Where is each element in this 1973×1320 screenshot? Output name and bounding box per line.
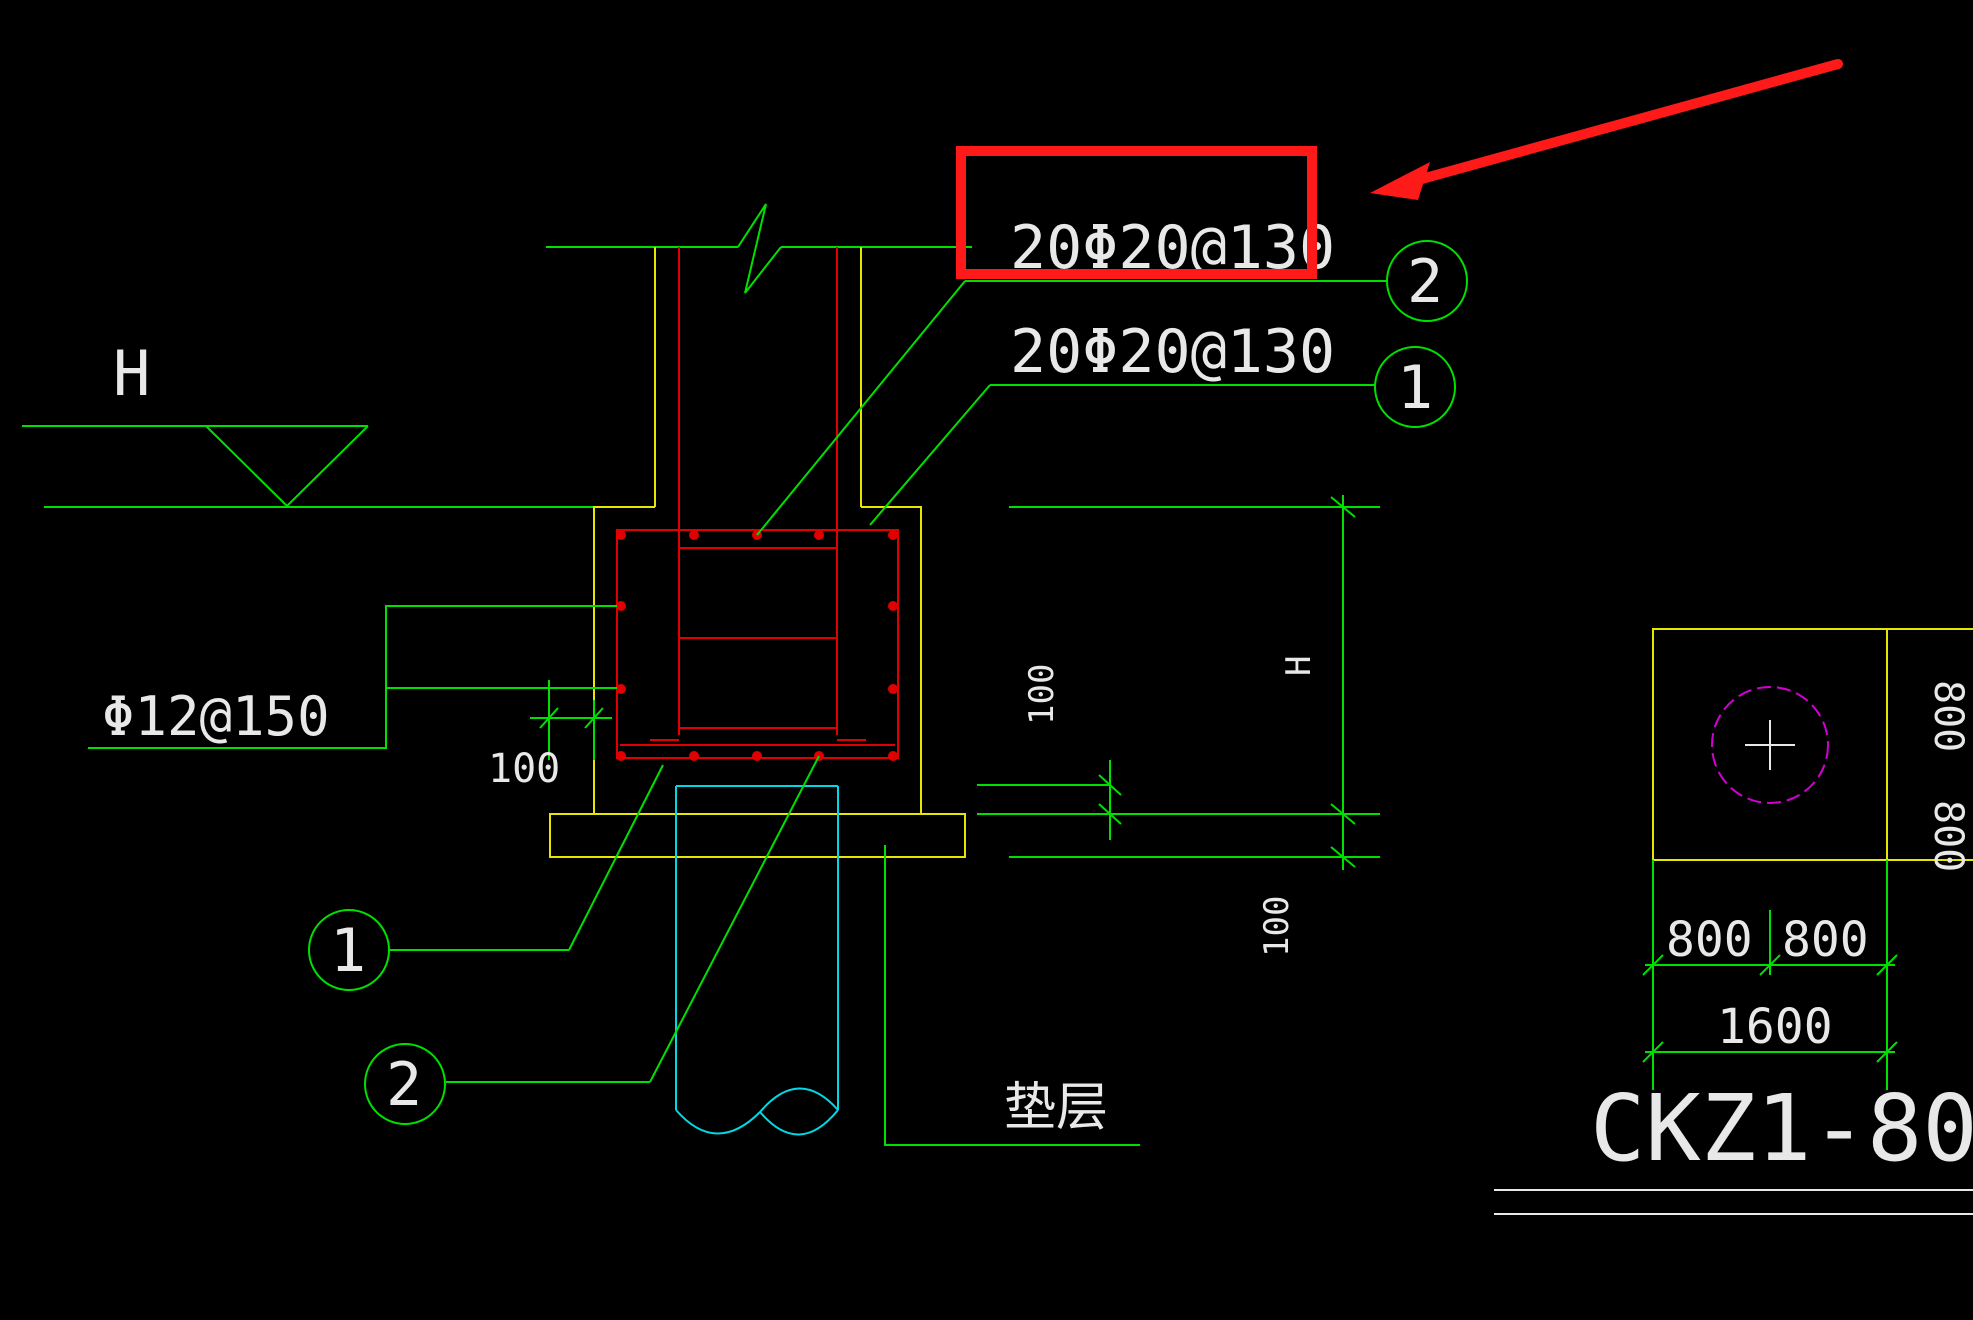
plan-dim-right-label: 800 — [1782, 912, 1869, 968]
callout-bottom-2: 2 — [364, 755, 820, 1125]
callout-top-2-number: 2 — [1407, 247, 1443, 317]
callout-bottom-1: 1 — [308, 764, 664, 991]
callout-bottom-2-number: 2 — [386, 1050, 422, 1120]
cushion-leader: 垫层 — [884, 845, 1140, 1146]
rebar-dots — [616, 530, 898, 761]
elevation-marker: H — [22, 337, 597, 508]
plan-dim-side-b-label: 800 — [1925, 800, 1971, 872]
pile — [675, 785, 839, 1136]
plan-dim-total-label: 1600 — [1717, 999, 1833, 1055]
highlight-annotation — [956, 59, 1843, 279]
rebar-cage — [616, 529, 899, 761]
plan-dim-side-a-label: 800 — [1925, 680, 1971, 752]
callout-top-1-number: 1 — [1397, 353, 1433, 423]
dim-100-left-label: 100 — [488, 746, 560, 792]
dim-side-height-label: H — [1279, 656, 1319, 676]
side-dimensions: H 100 100 — [977, 495, 1380, 957]
column-shaft — [546, 203, 972, 735]
stirrup-label: Φ12@150 — [102, 685, 330, 748]
callout-top-1: 20Φ20@130 1 — [869, 317, 1456, 526]
stirrup-leader: Φ12@150 — [88, 605, 617, 749]
pile-position-circle — [1711, 686, 1829, 804]
plan-view: 800 800 1600 800 800 CKZ1-800 — [1494, 628, 1973, 1215]
pile-cap — [549, 506, 966, 858]
elevation-label: H — [113, 337, 150, 410]
plan-title: CKZ1-800 — [1590, 1075, 1973, 1182]
highlight-arrow-shaft — [1395, 59, 1843, 190]
arrow-head-icon — [1370, 162, 1430, 200]
cushion-label: 垫层 — [1004, 1078, 1108, 1138]
dim-100-low-label: 100 — [1257, 896, 1297, 957]
dim-100-left: 100 — [488, 680, 612, 792]
callout-bottom-1-number: 1 — [330, 916, 366, 986]
dim-100-mid-label: 100 — [1022, 664, 1062, 725]
rebar-bottom-label: 20Φ20@130 — [1010, 317, 1335, 387]
plan-dim-left-label: 800 — [1666, 912, 1753, 968]
highlight-box — [956, 146, 1317, 279]
